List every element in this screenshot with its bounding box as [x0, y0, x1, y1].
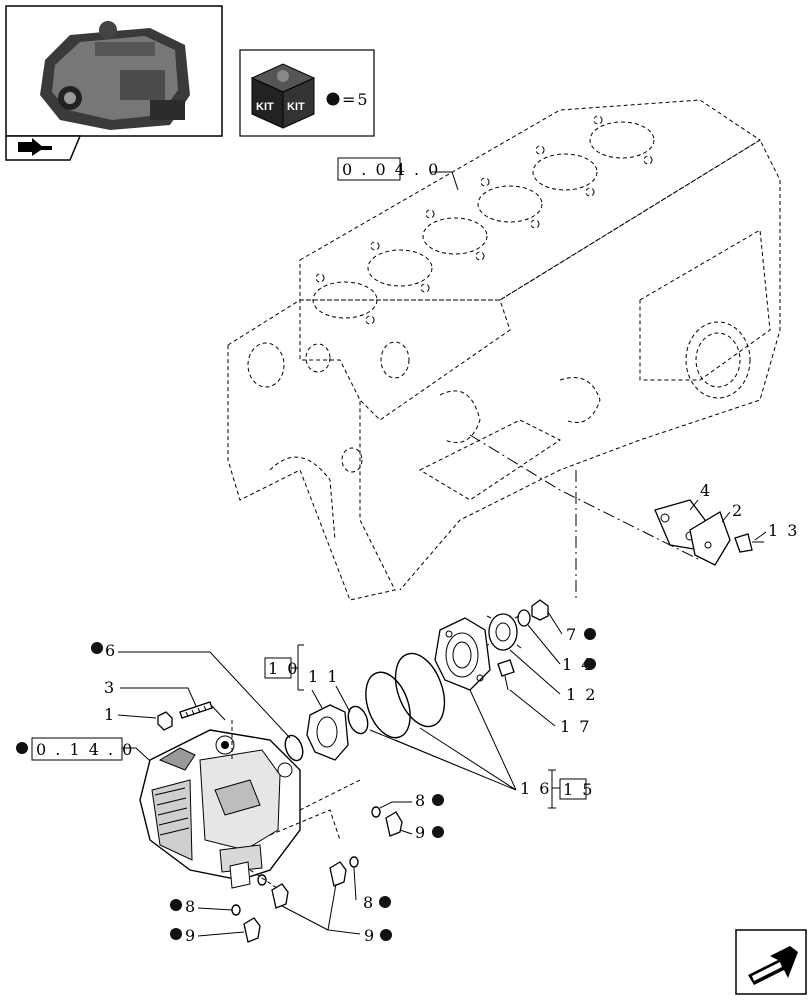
cover-plate-part-2[interactable] — [689, 511, 731, 566]
oring-large-part-15b[interactable] — [358, 666, 419, 744]
callout-14[interactable]: 1 4 — [562, 655, 593, 674]
svg-text:1 0: 1 0 — [268, 659, 299, 678]
seal-part-11[interactable] — [345, 704, 371, 736]
engine-block-ref[interactable]: 0 . 0 4 . 0 — [337, 157, 459, 191]
nav-forward-icon[interactable] — [735, 929, 807, 995]
callout-9a[interactable]: 9 — [415, 823, 427, 842]
engine-thumbnail[interactable] — [5, 5, 223, 161]
engine-block-drawing — [227, 99, 781, 601]
callout-13[interactable]: 1 3 — [768, 521, 799, 540]
washer-part-14[interactable] — [517, 609, 531, 627]
engine-thumbnail-image — [40, 21, 190, 130]
high-pressure-pump-drawing[interactable] — [139, 729, 301, 889]
seal-ring-part-8b[interactable] — [349, 856, 359, 868]
callout-11[interactable]: 1 1 — [308, 667, 339, 686]
kit-label-right: KIT — [287, 101, 305, 113]
kit-dot-pump — [16, 742, 28, 754]
nut-part-7[interactable] — [531, 599, 549, 621]
gear-part-12[interactable] — [484, 613, 522, 651]
callout-2[interactable]: 2 — [732, 501, 744, 520]
pump-ref[interactable]: 0 . 1 4 . 0 — [16, 737, 161, 771]
union-part-9c[interactable] — [243, 883, 289, 943]
adapter-flange-part-11b[interactable] — [306, 704, 349, 761]
callout-8c[interactable]: 8 — [185, 897, 197, 916]
oring-part-6[interactable] — [282, 733, 306, 763]
kit-box-icon: KIT KIT — [250, 63, 316, 129]
callout-7[interactable]: 7 — [566, 625, 578, 644]
callout-12[interactable]: 1 2 — [566, 685, 597, 704]
svg-text:0 . 1 4 . 0: 0 . 1 4 . 0 — [36, 740, 134, 759]
kit-dot-icon — [326, 92, 340, 106]
kit-dot-7 — [584, 628, 596, 640]
kit-dot-9c — [170, 928, 182, 940]
kit-dot-6 — [91, 642, 103, 654]
callout-8a[interactable]: 8 — [415, 791, 427, 810]
union-part-9b[interactable] — [329, 861, 347, 887]
kit-dot-9b — [380, 929, 392, 941]
axis-line-pump — [469, 434, 701, 561]
flange-housing-part-16[interactable] — [434, 617, 491, 691]
callout-9c[interactable]: 9 — [185, 926, 197, 945]
nut-part-1[interactable] — [157, 711, 173, 731]
kit-dot-8c — [170, 899, 182, 911]
group-ref-10[interactable]: 1 0 — [264, 657, 299, 679]
kit-equals-text: =5 — [342, 90, 370, 109]
kit-badge: KIT KIT =5 — [239, 49, 375, 137]
callout-17[interactable]: 1 7 — [560, 717, 591, 736]
kit-dot-8a — [432, 794, 444, 806]
seal-ring-part-8a[interactable] — [371, 806, 381, 818]
callout-6[interactable]: 6 — [105, 641, 117, 660]
kit-dot-9a — [432, 826, 444, 838]
callout-9b[interactable]: 9 — [364, 926, 376, 945]
kit-label-left: KIT — [256, 101, 274, 113]
stud-part-3[interactable] — [179, 701, 213, 719]
callout-8b[interactable]: 8 — [363, 893, 375, 912]
callout-1[interactable]: 1 — [104, 705, 116, 724]
svg-text:1 5: 1 5 — [563, 780, 594, 799]
bolt-part-17[interactable] — [497, 659, 515, 691]
kit-dot-14 — [584, 658, 596, 670]
screw-part-13[interactable] — [734, 533, 764, 553]
oring-large-part-15a[interactable] — [386, 647, 453, 733]
svg-text:0 . 0 4 . 0: 0 . 0 4 . 0 — [342, 160, 440, 179]
kit-dot-8b — [379, 896, 391, 908]
callout-4[interactable]: 4 — [700, 481, 712, 500]
nav-back-icon[interactable] — [18, 138, 52, 156]
group-ref-15[interactable]: 1 5 — [559, 778, 594, 800]
callout-16[interactable]: 1 6 — [520, 779, 551, 798]
callout-3[interactable]: 3 — [104, 678, 116, 697]
union-part-9a[interactable] — [385, 811, 403, 837]
